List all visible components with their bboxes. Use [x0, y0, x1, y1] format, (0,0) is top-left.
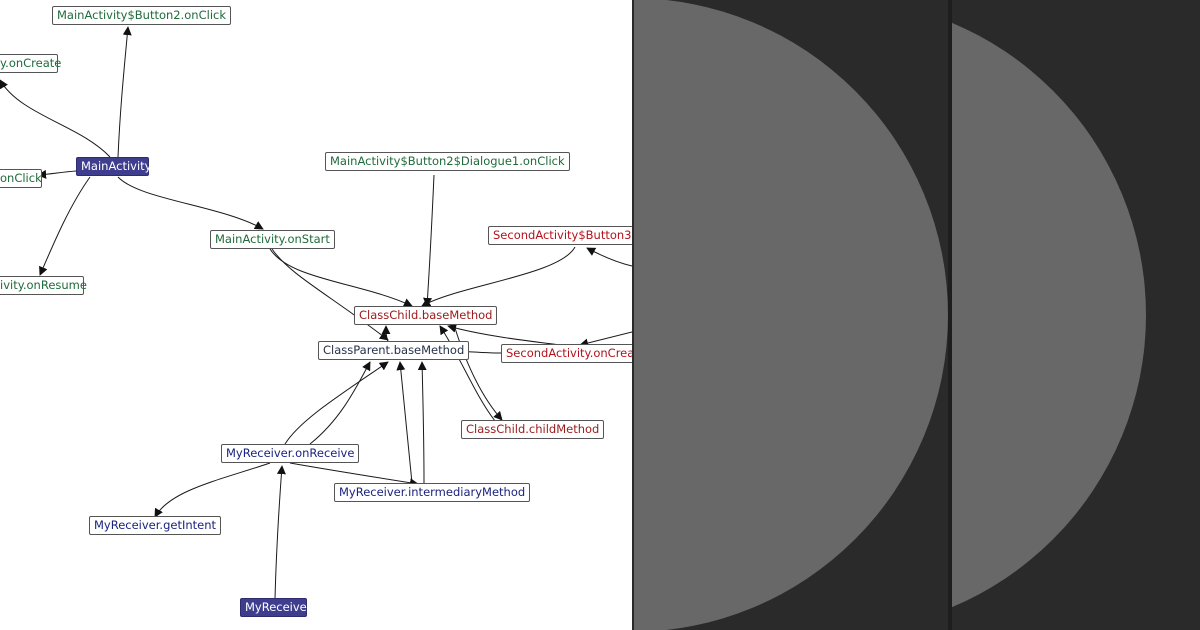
- edge-onreceive-to-intermediary: [289, 462, 419, 488]
- edge-button3-to-child-base: [421, 246, 576, 307]
- call-graph-panel: MainActivity$Button2.onClick y.onCreate …: [0, 0, 632, 630]
- preview-panel-1: [634, 0, 948, 630]
- edge-parent-base-to-child-base: [381, 325, 391, 343]
- edge-main-to-onresume: [39, 176, 91, 276]
- edge-main-to-onclick: [37, 169, 77, 179]
- node-onstart[interactable]: MainActivity.onStart: [210, 230, 335, 249]
- edge-intermediary-up-line: [417, 361, 427, 484]
- node-parent-base[interactable]: ClassParent.baseMethod: [318, 341, 470, 360]
- node-second-button3[interactable]: SecondActivity$Button3.o: [488, 226, 632, 245]
- panel-divider: [948, 0, 952, 630]
- node-button2-onclick[interactable]: MainActivity$Button2.onClick: [52, 6, 231, 25]
- node-receiver-root[interactable]: MyReceiver: [240, 598, 311, 617]
- preview-panel-2: [952, 0, 1200, 630]
- edge-offscreen-to-second-oncreate: [579, 331, 632, 348]
- node-second-oncreate[interactable]: SecondActivity.onCreat: [501, 344, 632, 363]
- edge-onreceive-to-getintent: [154, 462, 271, 518]
- node-receiver-intermediary[interactable]: MyReceiver.intermediaryMethod: [334, 483, 531, 502]
- edge-onstart-to-child-base: [269, 248, 413, 307]
- edge-onreceive-to-parent-base: [284, 361, 389, 445]
- edge-onreceive-up-to-parent-base: [309, 361, 371, 445]
- edge-main-to-onstart: [117, 176, 264, 230]
- preview-panels: [634, 0, 1200, 630]
- graph-edges: [0, 26, 632, 600]
- node-receiver-onreceive[interactable]: MyReceiver.onReceive: [221, 444, 360, 463]
- edge-main-to-oncreate: [0, 79, 111, 158]
- edge-onstart-to-parent-base: [271, 248, 389, 341]
- edge-offscreen-to-button3: [586, 247, 632, 267]
- edge-dialogue-to-child-base: [423, 174, 435, 307]
- half-circle-shape-1: [634, 0, 948, 630]
- edge-child-base-to-child-childmethod: [454, 327, 503, 421]
- node-onresume[interactable]: ivity.onResume: [0, 276, 87, 295]
- edge-main-to-button2-onclick: [117, 26, 132, 158]
- node-oncreate[interactable]: y.onCreate: [0, 54, 61, 73]
- node-onclick[interactable]: onClick: [0, 169, 42, 188]
- node-dialogue-onclick[interactable]: MainActivity$Button2$Dialogue1.onClick: [325, 152, 570, 171]
- edge-receiver-root-to-onreceive: [274, 465, 286, 600]
- edge-second-oncreate-to-child-base: [447, 323, 561, 346]
- edge-intermediary-to-parent-base: [396, 361, 413, 484]
- node-receiver-getintent[interactable]: MyReceiver.getIntent: [89, 516, 222, 535]
- edge-child-childmethod-to-child-base: [439, 325, 496, 422]
- node-main-activity[interactable]: MainActivity: [76, 157, 151, 176]
- node-child-childmethod[interactable]: ClassChild.childMethod: [461, 420, 605, 439]
- node-child-base[interactable]: ClassChild.baseMethod: [354, 306, 498, 325]
- half-circle-shape-2: [952, 0, 1146, 630]
